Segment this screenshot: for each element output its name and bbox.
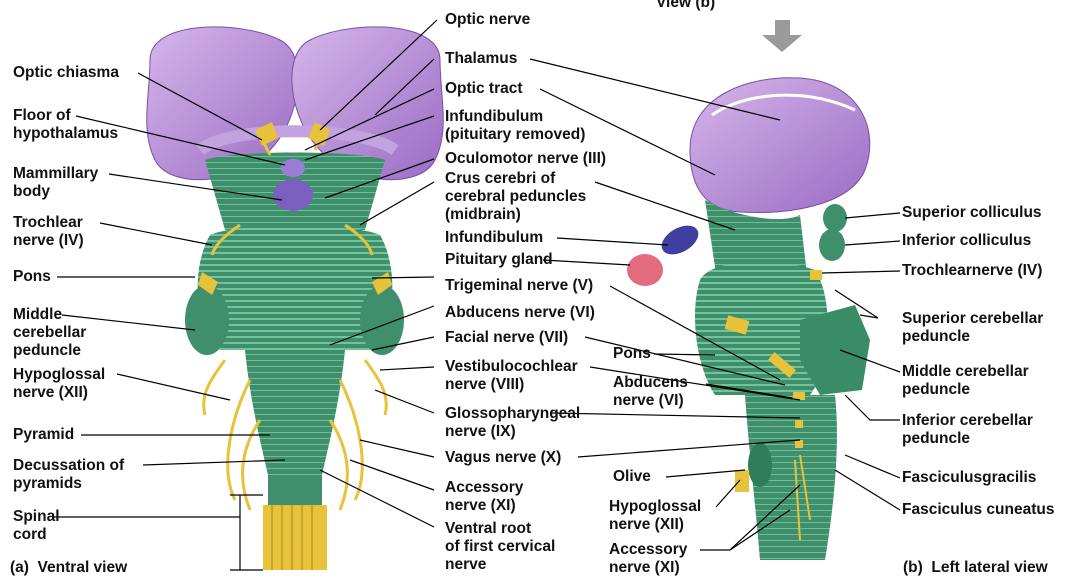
label-spinal-cord: Spinal cord [13,508,60,544]
label-fasciculus-cuneatus: Fasciculus cuneatus [902,501,1054,519]
label-fasciculus-gracilis: Fasciculusgracilis [902,469,1036,487]
view-arrow [762,20,802,52]
label-pituitary-gland: Pituitary gland [445,251,553,269]
label-hypoglossal-nerve: Hypoglossal nerve (XII) [13,366,105,402]
label-vestibulocochlear: Vestibulocochlear nerve (VIII) [445,358,578,394]
label-olive: Olive [613,468,651,486]
label-facial: Facial nerve (VII) [445,329,568,347]
label-superior-colliculus: Superior colliculus [902,204,1042,222]
label-oculomotor: Oculomotor nerve (III) [445,150,606,168]
label-glossopharyngeal: Glossopharyngeal nerve (IX) [445,405,580,441]
superior-colliculus-shape [823,204,847,232]
label-lateral-pons: Pons [613,345,651,363]
spinal-cord-green [268,475,322,505]
label-middle-cerebellar-lateral: Middle cerebellar peduncle [902,363,1029,399]
caption-ventral: (a) Ventral view [10,559,127,577]
label-thalamus: Thalamus [445,50,517,68]
lateral-view-drawing [627,20,870,560]
label-trochlear-lateral: Trochlearnerve (IV) [902,262,1042,280]
infundibulum-stump [281,159,305,177]
label-accessory: Accessory nerve (XI) [445,479,523,515]
caption-lateral: (b) Left lateral view [903,559,1048,577]
middle-peduncle-left [185,285,229,355]
label-decussation: Decussation of pyramids [13,457,124,493]
label-optic-tract: Optic tract [445,80,523,98]
ventral-view-drawing [147,27,444,570]
label-infundibulum: Infundibulum [445,229,543,247]
label-trochlear-nerve: Trochlear nerve (IV) [13,214,84,250]
label-inferior-cerebellar: Inferior cerebellar peduncle [902,412,1033,448]
label-ventral-root: Ventral root of first cervical nerve [445,520,555,574]
label-lateral-hypoglossal: Hypoglossal nerve (XII) [609,498,701,534]
label-vagus: Vagus nerve (X) [445,449,561,467]
label-crus-cerebri: Crus cerebri of cerebral peduncles (midb… [445,170,586,224]
pituitary-shape [627,254,663,286]
label-lateral-accessory: Accessory nerve (XI) [609,541,687,577]
label-middle-cerebellar-peduncle: Middle cerebellar peduncle [13,306,86,360]
lateral-infundibulum [657,220,704,261]
label-mammillary-body: Mammillary body [13,165,98,201]
olive-shape [748,443,772,487]
label-abducens: Abducens nerve (VI) [445,304,595,322]
label-superior-cerebellar: Superior cerebellar peduncle [902,310,1043,346]
label-lateral-abducens: Abducens nerve (VI) [613,374,688,410]
inferior-colliculus-shape [819,229,845,261]
label-pyramid: Pyramid [13,426,74,444]
mammillary-body-shape [273,179,313,211]
label-optic-nerve: Optic nerve [445,11,530,29]
label-pons: Pons [13,268,51,286]
label-infundibulum-removed: Infundibulum (pituitary removed) [445,108,585,144]
label-optic-chiasma: Optic chiasma [13,64,119,82]
thalamus-lateral [690,78,870,213]
medulla-ventral [245,350,345,475]
caption-view-b: View (b) [656,0,715,12]
label-inferior-colliculus: Inferior colliculus [902,232,1031,250]
label-trigeminal: Trigeminal nerve (V) [445,277,593,295]
label-floor-hypothalamus: Floor of hypothalamus [13,107,118,143]
